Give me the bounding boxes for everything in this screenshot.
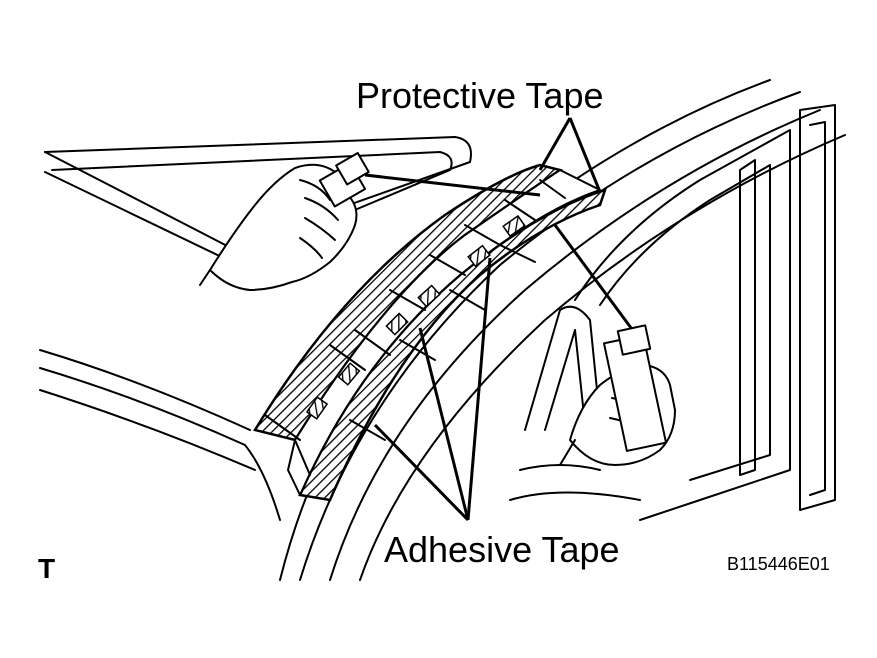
left-hand <box>199 151 370 291</box>
view-marker: T <box>38 553 56 584</box>
adhesive-marks <box>305 214 526 420</box>
adhesive-tape-label: Adhesive Tape <box>384 529 620 570</box>
adhesive-tape-band <box>287 169 601 496</box>
tape-segments <box>264 179 566 476</box>
roof-edge <box>39 349 281 521</box>
roof-outline <box>44 136 472 263</box>
adhesive-tape-leaders <box>373 257 492 522</box>
door-frame <box>509 104 836 521</box>
protective-tape-label: Protective Tape <box>356 75 604 116</box>
figure-code: B115446E01 <box>727 554 830 574</box>
protective-tape-leaders <box>538 117 602 193</box>
right-hand <box>559 324 676 466</box>
pull-lines <box>364 173 642 341</box>
